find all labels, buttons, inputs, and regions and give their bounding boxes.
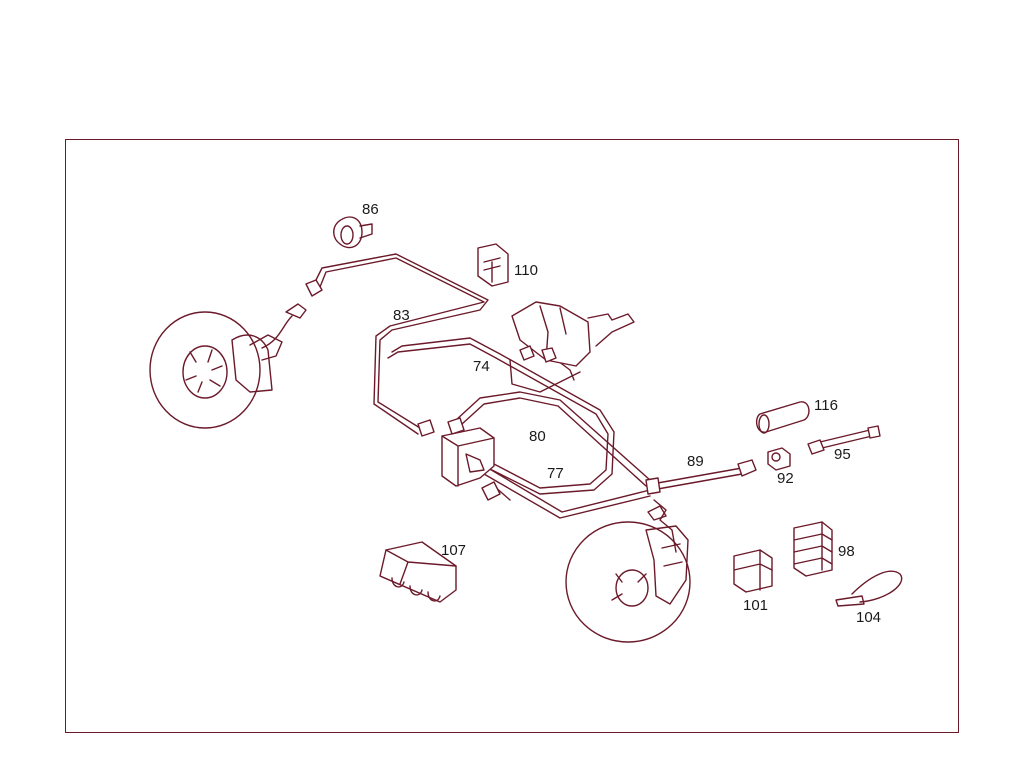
right-brake-disc [565,521,691,643]
clip-block-101 [733,549,773,593]
label-92: 92 [777,470,794,487]
label-83: 83 [393,307,410,324]
label-116: 116 [814,397,838,414]
bolt-95 [807,425,881,455]
label-98: 98 [838,543,855,560]
brake-line-89 [645,459,757,495]
label-86: 86 [362,201,379,218]
label-101: 101 [743,597,768,614]
nut-92 [767,447,791,471]
distribution-block [441,417,495,487]
label-107: 107 [441,542,466,559]
brake-line-80 [455,351,651,487]
label-74: 74 [473,358,490,375]
cable-tie-104 [835,570,903,607]
clip-block-98 [793,521,833,577]
brake-line-74 [387,337,615,495]
label-95: 95 [834,446,851,463]
brake-booster [511,301,635,367]
sleeve-116 [755,401,810,434]
left-brake-hose [261,303,307,349]
brake-line-83 [305,253,489,437]
label-104: 104 [856,609,881,626]
label-110: 110 [514,262,538,279]
label-80: 80 [529,428,546,445]
label-77: 77 [547,465,564,482]
diagram-frame [65,139,959,733]
label-89: 89 [687,453,704,470]
grommet-86 [333,216,373,249]
clip-110 [477,243,509,287]
brake-line-77 [481,467,651,519]
left-brake-disc [149,311,283,429]
right-brake-hose [647,499,677,553]
holder-107 [379,541,457,603]
